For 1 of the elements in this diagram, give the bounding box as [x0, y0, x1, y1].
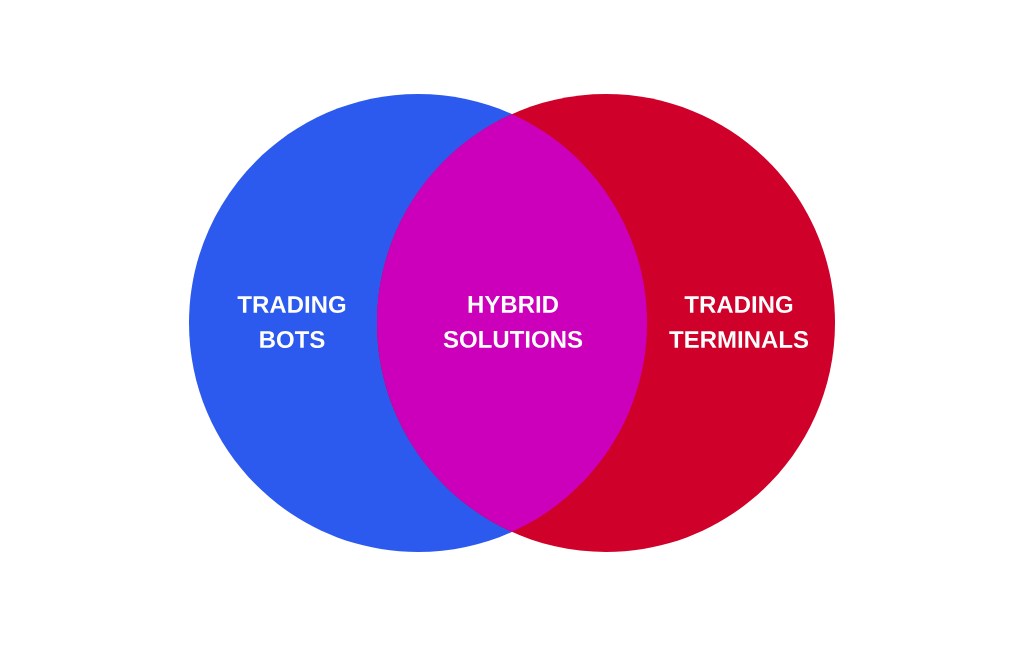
- overlap-region: HYBRID SOLUTIONS: [377, 114, 647, 532]
